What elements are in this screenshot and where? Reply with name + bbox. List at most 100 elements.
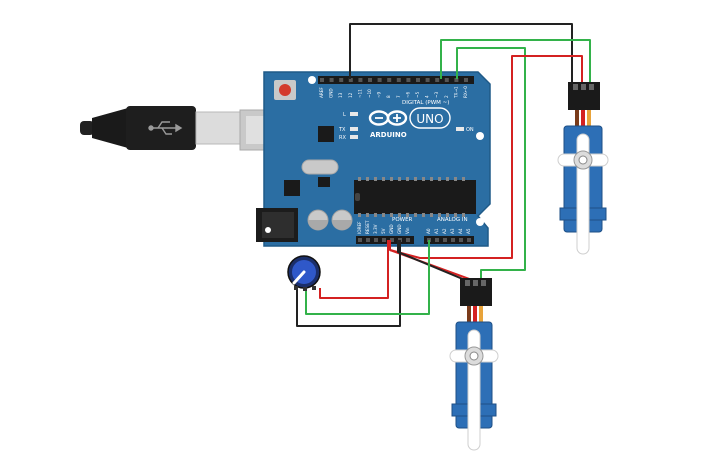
digital-pin[interactable] — [329, 78, 334, 82]
power-pin[interactable] — [382, 238, 386, 242]
servo-bottom[interactable] — [449, 278, 499, 451]
digital-pin-label: 4 — [425, 95, 430, 98]
servo-top-right[interactable] — [557, 82, 609, 255]
digital-label: DIGITAL (PWM ~) — [402, 100, 449, 106]
usb-cable-end — [80, 121, 94, 135]
power-pin-label: IOREF — [357, 221, 362, 234]
analog-pin[interactable] — [467, 238, 471, 242]
power-pin[interactable] — [406, 238, 410, 242]
pot-pin — [294, 286, 298, 290]
digital-header — [318, 76, 474, 84]
analog-pin-label: A2 — [442, 228, 447, 234]
usb-metal-connector — [195, 111, 241, 145]
wire-pin4-to-servo-right[interactable] — [440, 39, 591, 84]
arduino-uno-board[interactable]: L TX RX ON ARDUINO UNO DIGITAL (PWM ~) A… — [256, 71, 491, 247]
analog-label: ANALOG IN — [437, 217, 468, 223]
power-pin[interactable] — [390, 238, 394, 242]
digital-pin[interactable] — [377, 78, 382, 82]
analog-pin-label: A4 — [458, 228, 463, 234]
power-pin-label: RESET — [365, 220, 370, 234]
wire-pin2-to-servo-bottom[interactable] — [456, 47, 526, 280]
wire-gnd-to-pot[interactable] — [296, 240, 401, 327]
analog-pin[interactable] — [435, 238, 439, 242]
analog-pin-label: A5 — [466, 228, 471, 234]
servo-wire-brown — [467, 306, 471, 326]
pot-pin — [312, 286, 316, 290]
chip-notch — [355, 193, 360, 201]
digital-pin[interactable] — [368, 78, 372, 82]
potentiometer[interactable] — [287, 255, 321, 291]
digital-pin-label: ~9 — [377, 91, 382, 98]
usb-strain-relief — [92, 108, 128, 148]
l-led — [350, 112, 358, 116]
capacitor-shade — [308, 220, 328, 230]
digital-pin-label: ~5 — [415, 91, 420, 98]
crystal — [301, 159, 339, 175]
digital-pin[interactable] — [454, 78, 459, 82]
power-pin[interactable] — [374, 238, 378, 242]
arduino-logo-icon — [368, 110, 408, 126]
regulator-chip — [284, 180, 300, 196]
power-pin-label: 5V — [381, 228, 386, 234]
uno-badge — [409, 107, 451, 129]
pot-pin — [303, 287, 307, 291]
on-led-label: ON — [466, 127, 474, 133]
digital-pin[interactable] — [425, 78, 430, 82]
pot-indicator — [292, 270, 306, 285]
digital-pin[interactable] — [320, 78, 324, 82]
digital-pin[interactable] — [358, 78, 363, 82]
analog-pin-label: A0 — [426, 228, 431, 234]
digital-pin[interactable] — [387, 78, 392, 82]
servo-wire-orange — [479, 306, 483, 326]
power-jack-inner — [262, 212, 294, 238]
digital-pins — [320, 78, 468, 82]
brand-label: ARDUINO — [370, 131, 407, 139]
small-chip — [318, 177, 330, 187]
digital-pin-label: TX→1 — [453, 86, 458, 99]
servo-wire-brown — [575, 110, 579, 130]
digital-pin-label: RX←0 — [463, 86, 468, 98]
power-pin[interactable] — [366, 238, 370, 242]
digital-pin[interactable] — [396, 78, 401, 82]
digital-pin[interactable] — [416, 78, 420, 82]
servo-wire-red — [473, 306, 477, 326]
analog-pin-label: A3 — [450, 228, 455, 234]
digital-pin-label: GND — [329, 88, 334, 98]
wire-gnd-to-servo-right[interactable] — [349, 23, 573, 84]
wire-a0-to-pot[interactable] — [305, 240, 430, 315]
digital-pin[interactable] — [464, 78, 468, 82]
power-pin-label: GND — [389, 224, 394, 234]
l-led-label: L — [343, 112, 346, 118]
tx-led — [350, 127, 358, 131]
analog-pin[interactable] — [459, 238, 463, 242]
connector-pin — [465, 280, 470, 286]
digital-pin[interactable] — [444, 78, 449, 82]
uno-label: UNO — [416, 112, 443, 126]
reset-button-cap[interactable] — [279, 84, 291, 96]
servo-wire-red — [581, 110, 585, 130]
usb-chip — [318, 126, 334, 142]
rx-led — [350, 135, 358, 139]
digital-pin[interactable] — [435, 78, 440, 82]
connector-pin — [481, 280, 486, 286]
analog-pin[interactable] — [443, 238, 447, 242]
usb-logo-icon — [148, 121, 183, 135]
connector-pin — [473, 280, 478, 286]
analog-pin[interactable] — [451, 238, 455, 242]
digital-pin-label: ~6 — [405, 91, 410, 98]
power-pin[interactable] — [358, 238, 362, 242]
digital-pin-label: ~3 — [434, 91, 439, 98]
wire-5v-to-pot[interactable] — [319, 240, 389, 299]
digital-pin-label: ~10 — [367, 89, 372, 98]
power-label: POWER — [392, 217, 413, 223]
connector-pin — [581, 84, 586, 90]
wire-gnd-to-servo-bottom[interactable] — [397, 240, 466, 281]
analog-pin-label: A1 — [434, 228, 439, 234]
digital-pin[interactable] — [339, 78, 344, 82]
digital-pin-label: 8 — [386, 95, 391, 98]
digital-pin[interactable] — [348, 78, 353, 82]
digital-pin[interactable] — [406, 78, 411, 82]
